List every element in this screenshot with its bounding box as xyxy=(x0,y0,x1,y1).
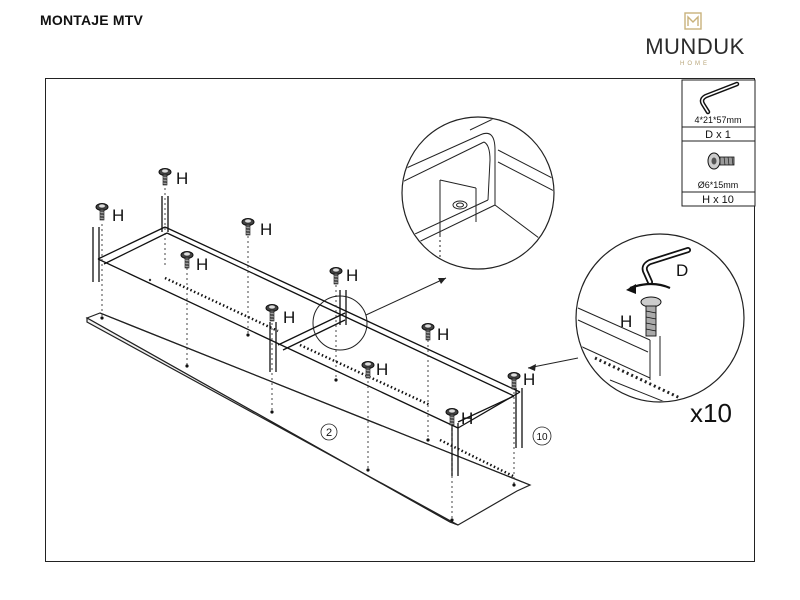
label-h: H xyxy=(196,255,208,274)
detail-view-screw xyxy=(575,233,745,403)
part-number-10: 10 xyxy=(536,432,548,443)
label-h: H xyxy=(283,308,295,327)
brand-name: MUNDUK xyxy=(645,34,745,59)
brand-logo: MUNDUK HOME xyxy=(640,12,750,68)
detail-view-joint xyxy=(401,116,555,270)
allen-key-icon xyxy=(699,81,740,115)
metal-frame xyxy=(92,196,523,476)
label-h: H xyxy=(112,206,124,225)
label-h: H xyxy=(260,220,272,239)
part-qty-allen-key: D x 1 xyxy=(705,129,731,141)
part-size-screw: Ø6*15mm xyxy=(698,180,739,190)
screw-guide-lines xyxy=(101,188,515,520)
label-d: D xyxy=(676,261,688,280)
parts-table: 4*21*57mm D x 1 Ø6*15mm H x 10 xyxy=(681,79,756,207)
frame-hole-rows xyxy=(164,276,516,479)
panel-hole-row xyxy=(148,278,152,282)
label-h: H xyxy=(176,169,188,188)
screw-icon xyxy=(707,152,735,170)
part-callout-2: 2 xyxy=(320,423,338,441)
screw-labels: H H H H H H H H H H xyxy=(112,169,535,428)
diagram-frame xyxy=(45,78,755,562)
screw-detail-icon xyxy=(640,296,662,337)
detail-arrow-icon-2 xyxy=(528,364,536,371)
panel-target-holes xyxy=(100,316,516,522)
part-callout-10: 10 xyxy=(532,426,552,446)
detail-arrow-icon xyxy=(438,278,446,284)
label-h: H xyxy=(523,370,535,389)
quantity-multiplier: x10 xyxy=(690,398,732,428)
part-number-2: 2 xyxy=(326,427,332,439)
label-h: H xyxy=(461,409,473,428)
detail-pointer-line xyxy=(365,277,447,316)
detail-pointer-line-2 xyxy=(527,357,579,369)
part-qty-screw: H x 10 xyxy=(702,194,734,206)
part-size-allen-key: 4*21*57mm xyxy=(694,115,741,125)
page-title: MONTAJE MTV xyxy=(40,12,144,28)
label-h: H xyxy=(376,360,388,379)
label-h: H xyxy=(437,325,449,344)
brand-subtitle: HOME xyxy=(680,61,710,67)
joint-highlight-circle xyxy=(312,295,368,351)
label-h-detail: H xyxy=(620,312,632,331)
logo-mark-icon xyxy=(684,12,702,30)
label-h: H xyxy=(346,266,358,285)
